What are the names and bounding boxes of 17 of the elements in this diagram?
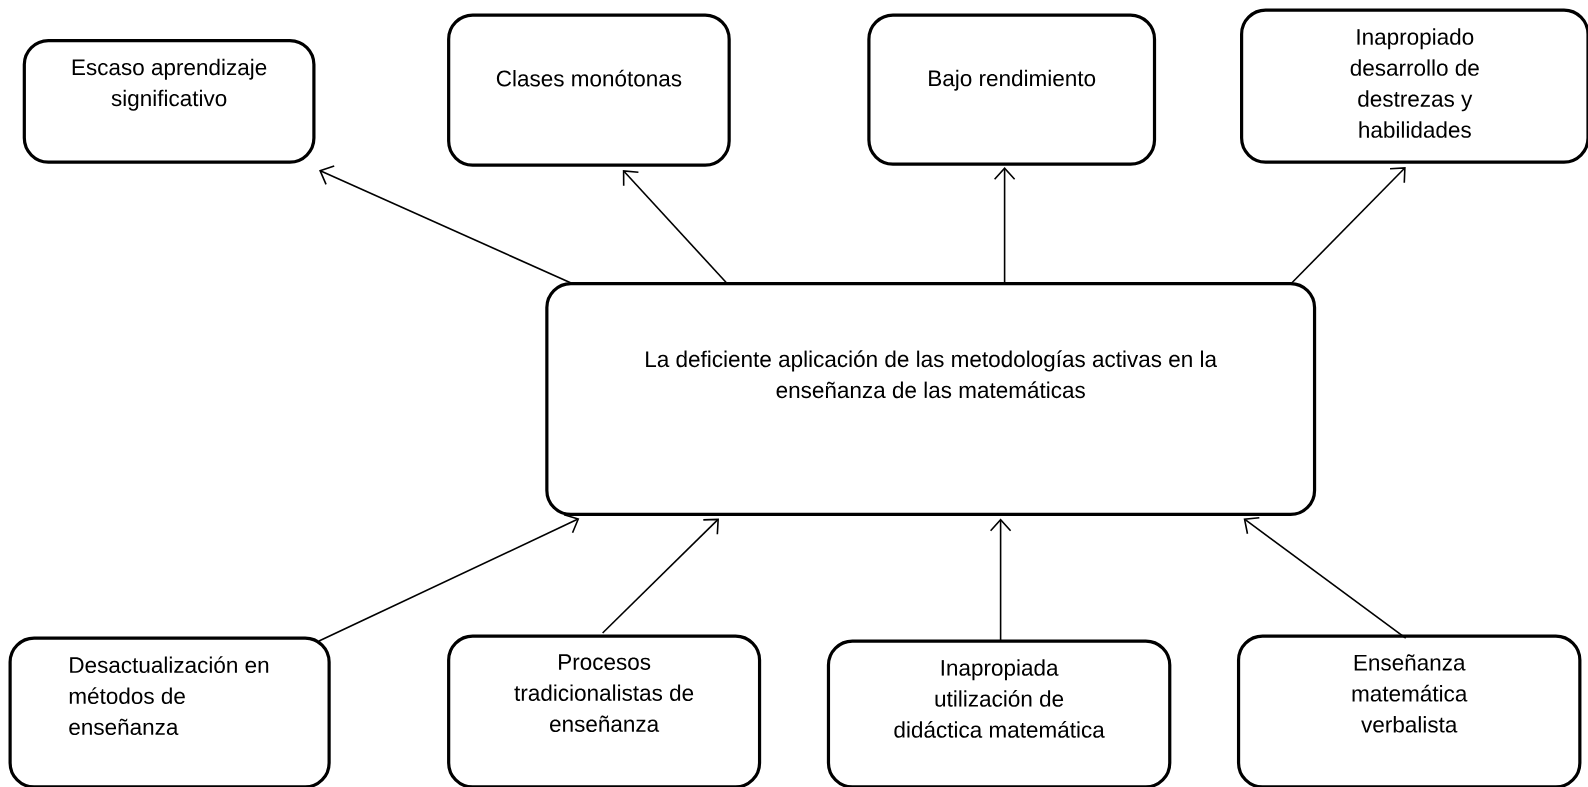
arrow [319, 165, 573, 285]
arrow [1243, 516, 1407, 639]
effect-box: Bajo rendimiento [867, 13, 1157, 166]
cause-box: Enseñanza matemática verbalista [1236, 634, 1582, 787]
arrow [989, 518, 1012, 642]
problem-box: La deficiente aplicación de las metodologías activas en la enseñanza de las matemáticas [545, 281, 1317, 517]
effect-box: Inapropiado desarrollo de destrezas y habilidades [1240, 8, 1588, 164]
arrow [622, 170, 728, 285]
effect-box: Clases monótonas [447, 13, 731, 167]
arrow [1290, 167, 1406, 285]
arrow [318, 513, 580, 642]
cause-box: Procesos tradicionalistas de enseñanza [447, 634, 762, 787]
cause-box: Inapropiada utilización de didáctica matemática [826, 639, 1172, 787]
arrow [993, 167, 1016, 285]
arrow [601, 518, 719, 634]
cause-box: Desactualización en métodos de enseñanza [8, 636, 331, 787]
effect-box: Escaso aprendizaje significativo [22, 38, 316, 164]
